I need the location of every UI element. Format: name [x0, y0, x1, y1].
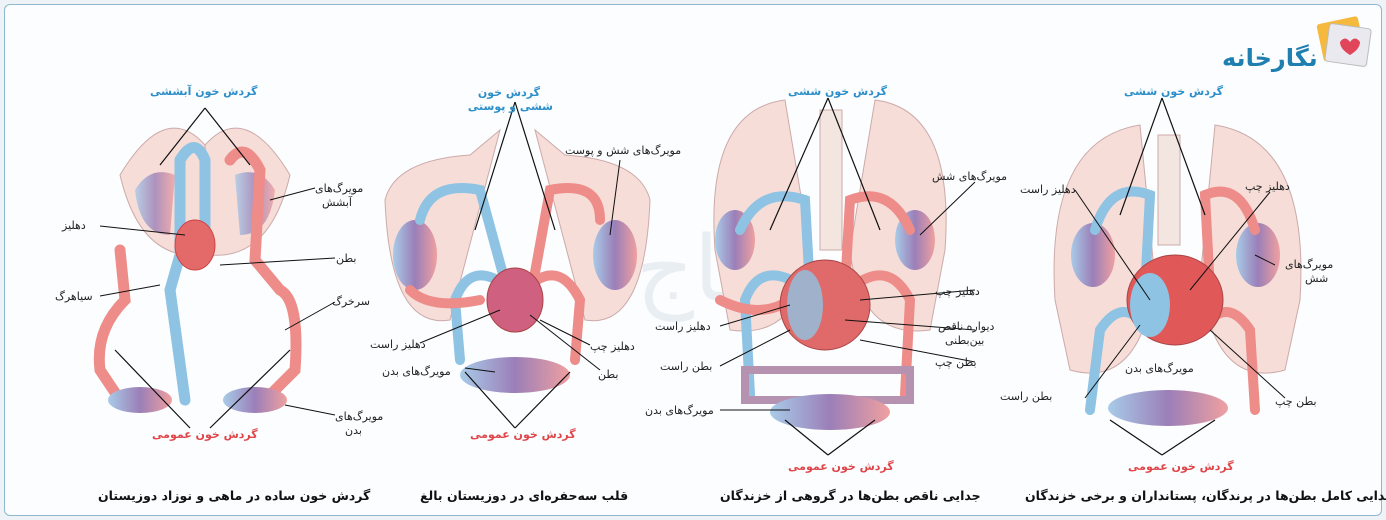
- amphibian-caption: قلب سه‌حفره‌ای در دوزیستان بالغ: [420, 488, 628, 503]
- fish-ventricle-label: بطن: [336, 252, 356, 265]
- fish-artery-label: سرخرگ: [332, 295, 370, 308]
- reptile-lung-cap-label: مویرگ‌های شش: [932, 170, 1007, 183]
- reptile-right-atrium-label: دهلیز راست: [655, 320, 711, 333]
- mammal-body-cap-label: مویرگ‌های بدن: [1125, 362, 1194, 375]
- reptile-left-atrium-label: دهلیز چپ: [935, 285, 980, 298]
- panel-reptile: [714, 98, 975, 455]
- amphibian-top-label-2: ششی و پوستی: [478, 100, 553, 113]
- mammal-left-atrium-label: دهلیز چپ: [1245, 180, 1290, 193]
- mammal-left-ventricle-label: بطن چپ: [1275, 395, 1317, 408]
- fish-vein-label: سیاهرگ: [55, 290, 93, 303]
- amphibian-heart: [487, 268, 543, 332]
- mammal-caption: جدایی کامل بطن‌ها در پرندگان، پستانداران…: [1025, 488, 1386, 503]
- fish-body-cap-label-1: مویرگ‌های: [335, 410, 383, 423]
- mammal-bottom-label: گردش خون عمومی: [1128, 460, 1234, 473]
- body-capillary: [770, 394, 890, 430]
- amphibian-right-atrium-label: دهلیز راست: [370, 338, 426, 351]
- amphibian-lung-cap-label: مویرگ‌های شش و پوست: [565, 144, 681, 157]
- reptile-body-cap-label: مویرگ‌های بدن: [645, 404, 714, 417]
- amphibian-left-atrium-label: دهلیز چپ: [590, 340, 635, 353]
- reptile-right-ventricle-label: بطن راست: [660, 360, 712, 373]
- reptile-bottom-label: گردش خون عمومی: [788, 460, 894, 473]
- panel-fish: [99, 108, 335, 428]
- fish-gill-cap-label-2: آبشش: [322, 196, 352, 209]
- amphibian-bottom-label: گردش خون عمومی: [470, 428, 576, 441]
- fish-caption: گردش خون ساده در ماهی و نوزاد دوزیستان: [98, 488, 370, 503]
- body-capillary: [1108, 390, 1228, 426]
- fish-bottom-label: گردش خون عمومی: [152, 428, 258, 441]
- reptile-top-label: گردش خون ششی: [788, 85, 887, 98]
- mammal-lung-cap-label-2: شش: [1305, 272, 1328, 285]
- reptile-caption: جدایی ناقص بطن‌ها در گروهی از خزندگان: [720, 488, 981, 503]
- mammal-top-label: گردش خون ششی: [1124, 85, 1223, 98]
- reptile-septum-label-2: بین‌بطنی: [945, 334, 984, 347]
- amphibian-ventricle-label: بطن: [598, 368, 618, 381]
- fish-top-label: گردش خون آبششی: [150, 85, 257, 98]
- body-capillary-right: [223, 387, 287, 413]
- body-capillary: [460, 357, 570, 393]
- mammal-right-ventricle-label: بطن راست: [1000, 390, 1052, 403]
- mammal-right-atrium-label: دهلیز راست: [1020, 183, 1076, 196]
- mammal-lung-cap-label-1: مویرگ‌های: [1285, 258, 1333, 271]
- amphibian-body-cap-label: مویرگ‌های بدن: [382, 365, 451, 378]
- fish-body-cap-label-2: بدن: [345, 424, 362, 437]
- brand-logo: نگارخانه: [1222, 44, 1318, 72]
- panel-mammal: [1054, 98, 1301, 455]
- fish-heart: [175, 220, 215, 270]
- reptile-left-ventricle-label: بطن چپ: [935, 356, 977, 369]
- lung-right: [535, 130, 650, 321]
- fish-gill-cap-label-1: مویرگ‌های: [315, 182, 363, 195]
- reptile-septum-label-1: دیواره ناقص: [938, 320, 994, 333]
- fish-atrium-label: دهلیز: [62, 219, 86, 232]
- lung-left: [385, 130, 500, 321]
- amphibian-top-label-1: گردش خون: [490, 86, 540, 99]
